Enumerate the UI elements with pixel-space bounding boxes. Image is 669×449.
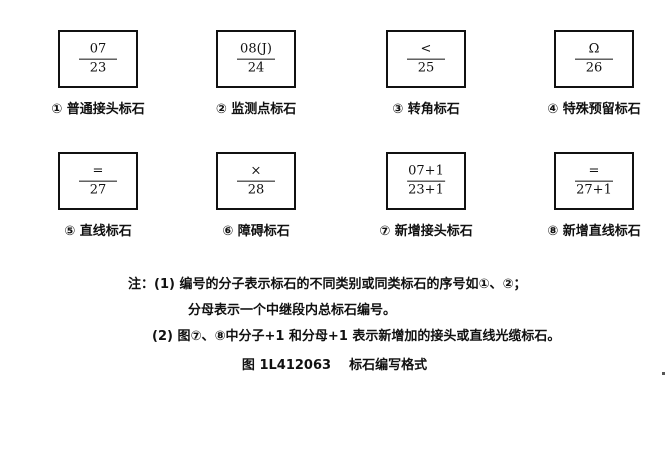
marker-fraction: × 28 (237, 164, 275, 199)
fraction-bar (237, 58, 275, 60)
marker-numerator: 07+1 (408, 163, 444, 179)
marker-monitoring-point: 08(J) 24 ② 监测点标石 (186, 30, 326, 117)
note-line-3: (2) 图⑦、⑧中分子+1 和分母+1 表示新增加的接头或直线光缆标石。 (152, 329, 561, 344)
scan-speck (662, 372, 665, 375)
marker-box: 07+1 23+1 (386, 152, 466, 210)
marker-box: = 27+1 (554, 152, 634, 210)
marker-obstacle: × 28 ⑥ 障碍标石 (186, 152, 326, 239)
marker-turning-angle: < 25 ③ 转角标石 (356, 30, 496, 117)
marker-denominator: 27 (89, 182, 107, 198)
marker-fraction: 07 23 (79, 42, 117, 77)
marker-special-reserve: Ω 26 ④ 特殊预留标石 (524, 30, 664, 117)
marker-ordinary-joint: 07 23 ① 普通接头标石 (28, 30, 168, 117)
marker-box: = 27 (58, 152, 138, 210)
marker-fraction: 07+1 23+1 (406, 164, 446, 199)
marker-numerator: 08(J) (240, 41, 272, 57)
marker-denominator: 23 (89, 60, 107, 76)
marker-box: < 25 (386, 30, 466, 88)
marker-denominator: 25 (417, 60, 435, 76)
marker-numerator: < (420, 41, 432, 57)
marker-label: ② 监测点标石 (215, 102, 297, 117)
marker-straight-line: = 27 ⑤ 直线标石 (28, 152, 168, 239)
figure-title: 标石编写格式 (349, 358, 428, 373)
marker-numerator: 07 (89, 41, 107, 57)
figure-caption: 图 1L412063 标石编写格式 (0, 354, 669, 373)
marker-denominator: 28 (247, 182, 265, 198)
marker-denominator: 26 (585, 60, 603, 76)
marker-numerator: × (250, 163, 262, 179)
fraction-bar (575, 58, 613, 60)
marker-fraction: = 27+1 (575, 164, 613, 199)
marker-fraction: 08(J) 24 (237, 42, 275, 77)
marker-label: ④ 特殊预留标石 (547, 102, 641, 117)
marker-new-straight-line: = 27+1 ⑧ 新增直线标石 (524, 152, 664, 239)
marker-numerator: Ω (588, 41, 600, 57)
marker-denominator: 27+1 (576, 182, 612, 198)
marker-fraction: = 27 (79, 164, 117, 199)
figure-notes: 注：(1) 编号的分子表示标石的不同类别或同类标石的序号如①、②； 分母表示一个… (128, 272, 560, 350)
note-line-1: 注：(1) 编号的分子表示标石的不同类别或同类标石的序号如①、②； (128, 277, 527, 292)
marker-denominator: 24 (247, 60, 265, 76)
marker-numerator: = (92, 163, 104, 179)
marker-box: × 28 (216, 152, 296, 210)
note-line-2: 分母表示一个中继段内总标石编号。 (188, 303, 397, 318)
marker-fraction: < 25 (407, 42, 445, 77)
marker-label: ① 普通接头标石 (51, 102, 145, 117)
fraction-bar (237, 180, 275, 182)
fraction-bar (407, 180, 445, 182)
marker-new-joint: 07+1 23+1 ⑦ 新增接头标石 (356, 152, 496, 239)
marker-label: ③ 转角标石 (392, 102, 460, 117)
fraction-bar (79, 58, 117, 60)
figure-number: 图 1L412063 (241, 358, 332, 373)
marker-label: ⑤ 直线标石 (64, 224, 132, 239)
marker-numerator: = (588, 163, 600, 179)
marker-fraction: Ω 26 (575, 42, 613, 77)
marker-label: ⑧ 新增直线标石 (547, 224, 641, 239)
marker-denominator: 23+1 (408, 182, 444, 198)
fraction-bar (79, 180, 117, 182)
marker-box: Ω 26 (554, 30, 634, 88)
fraction-bar (575, 180, 613, 182)
marker-label: ⑦ 新增接头标石 (379, 224, 473, 239)
marker-label: ⑥ 障碍标石 (222, 224, 290, 239)
marker-box: 07 23 (58, 30, 138, 88)
marker-box: 08(J) 24 (216, 30, 296, 88)
fraction-bar (407, 58, 445, 60)
